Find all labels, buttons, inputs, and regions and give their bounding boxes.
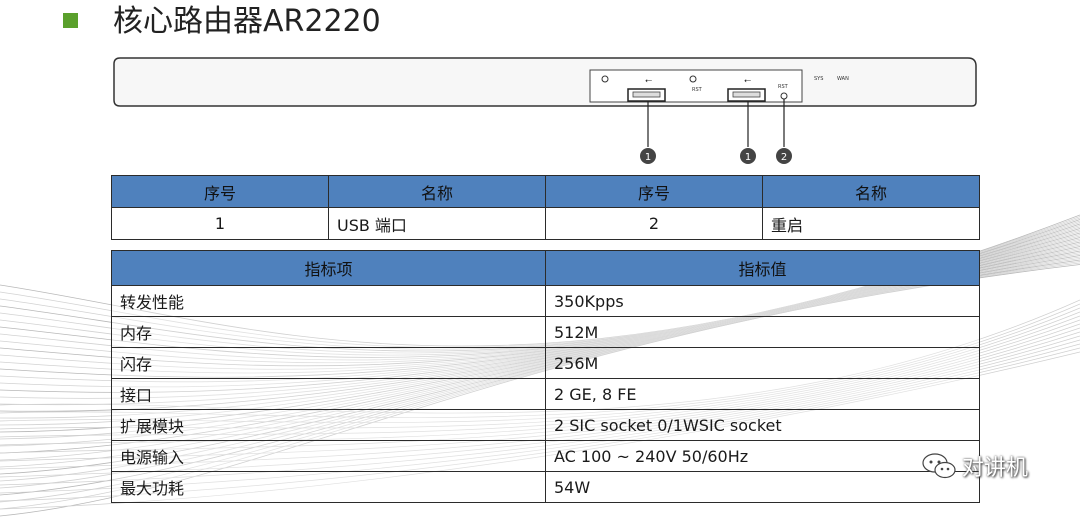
table-row: 最大功耗 54W [111, 471, 980, 503]
table-row: 转发性能 350Kpps [111, 285, 980, 317]
callout-marker-1 [640, 148, 656, 164]
callout-number: 1 [745, 152, 751, 163]
table-row: 电源输入 AC 100 ~ 240V 50/60Hz [111, 440, 980, 472]
reset-button [780, 92, 788, 100]
header-index-2: 序号 [545, 175, 763, 208]
spec-table-header: 指标项 指标值 [111, 250, 980, 286]
callout-number: 2 [781, 152, 787, 163]
port-panel [589, 69, 803, 103]
header-index-1: 序号 [111, 175, 329, 208]
callout-marker-1b [740, 148, 756, 164]
callout-number: 1 [645, 152, 651, 163]
cell-name-1: USB 端口 [328, 207, 546, 240]
spec-item: 扩展模块 [111, 409, 546, 441]
chassis-outline [113, 57, 977, 107]
wechat-icon [922, 453, 956, 479]
usb-port-2-tongue [732, 91, 761, 98]
rst-label: RST [692, 87, 703, 93]
spec-value: 54W [545, 471, 980, 503]
spec-value: AC 100 ~ 240V 50/60Hz [545, 440, 980, 472]
router-front-panel-diagram: ⭠ ⭠ RST RST SYS WAN 1 1 2 [113, 57, 977, 164]
spec-value: 2 SIC socket 0/1WSIC socket [545, 409, 980, 441]
spec-value: 2 GE, 8 FE [545, 378, 980, 410]
usb-symbol-icon: ⭠ [744, 76, 751, 86]
ports-table: 序号 名称 序号 名称 1 USB 端口 2 重启 [111, 175, 980, 240]
spec-table: 指标项 指标值 转发性能 350Kpps 内存 512M 闪存 256M 接口 … [111, 250, 980, 503]
cell-name-2: 重启 [762, 207, 980, 240]
header-metric-value: 指标值 [545, 250, 980, 286]
sys-label: SYS [814, 76, 823, 82]
spec-item: 接口 [111, 378, 546, 410]
rst-label-2: RST [778, 84, 789, 90]
spec-item: 转发性能 [111, 285, 546, 317]
table-row: 1 USB 端口 2 重启 [111, 207, 980, 240]
table-row: 接口 2 GE, 8 FE [111, 378, 980, 410]
spec-value: 350Kpps [545, 285, 980, 317]
indicator-hole [689, 75, 697, 83]
callout-marker-2 [776, 148, 792, 164]
header-name-1: 名称 [328, 175, 546, 208]
table-row: 内存 512M [111, 316, 980, 348]
cell-index-2: 2 [545, 207, 763, 240]
wan-label: WAN [837, 76, 849, 82]
spec-value: 512M [545, 316, 980, 348]
spec-item: 内存 [111, 316, 546, 348]
usb-symbol-icon: ⭠ [645, 76, 652, 86]
ports-table-header: 序号 名称 序号 名称 [111, 175, 980, 208]
indicator-hole [601, 75, 609, 83]
usb-port-1-tongue [632, 91, 661, 98]
spec-item: 最大功耗 [111, 471, 546, 503]
spec-item: 电源输入 [111, 440, 546, 472]
header-metric-item: 指标项 [111, 250, 546, 286]
title-bullet [63, 13, 78, 28]
header-name-2: 名称 [762, 175, 980, 208]
table-row: 扩展模块 2 SIC socket 0/1WSIC socket [111, 409, 980, 441]
spec-item: 闪存 [111, 347, 546, 379]
cell-index-1: 1 [111, 207, 329, 240]
spec-value: 256M [545, 347, 980, 379]
page-title: 核心路由器AR2220 [113, 4, 381, 39]
table-row: 闪存 256M [111, 347, 980, 379]
watermark: 对讲机 [922, 450, 1028, 482]
watermark-text: 对讲机 [962, 456, 1029, 481]
